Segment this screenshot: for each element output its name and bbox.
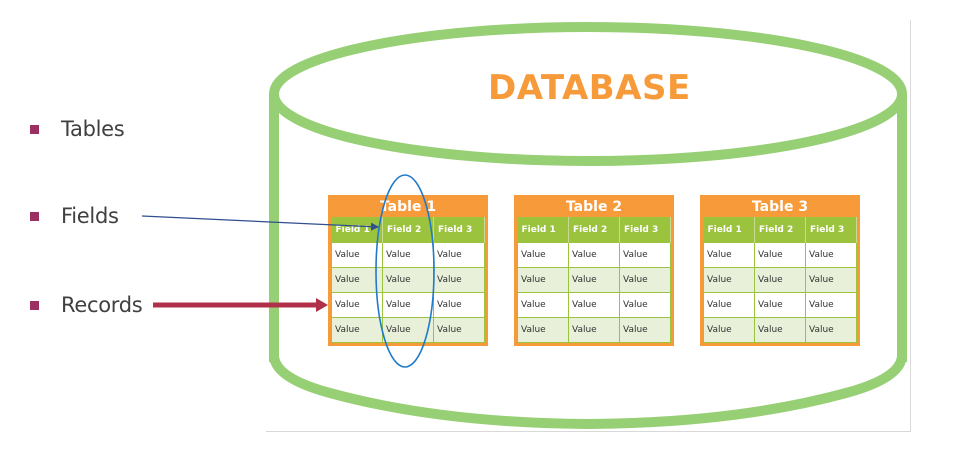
diagram-frame bbox=[266, 20, 911, 432]
cell: Value bbox=[433, 267, 485, 293]
cell: Value bbox=[703, 292, 755, 318]
field-header-row: Field 1 Field 2 Field 3 bbox=[331, 217, 485, 243]
cell: Value bbox=[331, 267, 383, 293]
cell: Value bbox=[754, 267, 806, 293]
cell: Value bbox=[619, 317, 671, 343]
cell: Value bbox=[754, 317, 806, 343]
field-header: Field 2 bbox=[754, 217, 806, 243]
cell: Value bbox=[568, 292, 620, 318]
bullet-label: Fields bbox=[61, 204, 119, 228]
cell: Value bbox=[382, 242, 434, 268]
cell: Value bbox=[754, 242, 806, 268]
bullet-square-icon bbox=[30, 124, 39, 134]
cell: Value bbox=[382, 317, 434, 343]
cell: Value bbox=[517, 242, 569, 268]
cell: Value bbox=[703, 317, 755, 343]
cell: Value bbox=[805, 267, 857, 293]
cell: Value bbox=[331, 317, 383, 343]
cell: Value bbox=[568, 267, 620, 293]
cell: Value bbox=[805, 292, 857, 318]
cell: Value bbox=[754, 292, 806, 318]
cell: Value bbox=[382, 292, 434, 318]
cell: Value bbox=[568, 317, 620, 343]
cell: Value bbox=[331, 292, 383, 318]
cell: Value bbox=[433, 242, 485, 268]
cell: Value bbox=[805, 317, 857, 343]
bullet-tables: Tables bbox=[30, 117, 125, 141]
cell: Value bbox=[619, 242, 671, 268]
cell: Value bbox=[517, 267, 569, 293]
field-header: Field 2 bbox=[568, 217, 620, 243]
field-header-row: Field 1 Field 2 Field 3 bbox=[517, 217, 671, 243]
cell: Value bbox=[433, 317, 485, 343]
table-title: Table 1 bbox=[379, 199, 437, 215]
cell: Value bbox=[433, 292, 485, 318]
cylinder-bottom bbox=[269, 354, 907, 430]
cylinder-top bbox=[269, 22, 907, 166]
bullet-square-icon bbox=[30, 211, 39, 221]
table-title: Table 2 bbox=[565, 199, 623, 215]
cell: Value bbox=[703, 242, 755, 268]
cell: Value bbox=[805, 242, 857, 268]
field-header: Field 1 bbox=[517, 217, 569, 243]
field-header: Field 3 bbox=[433, 217, 485, 243]
bullet-square-icon bbox=[30, 300, 39, 310]
field-header: Field 2 bbox=[382, 217, 434, 243]
field-header: Field 1 bbox=[331, 217, 383, 243]
cell: Value bbox=[517, 317, 569, 343]
table-title: Table 3 bbox=[751, 199, 809, 215]
bullet-label: Tables bbox=[61, 117, 125, 141]
cell: Value bbox=[382, 267, 434, 293]
cell: Value bbox=[568, 242, 620, 268]
cell: Value bbox=[619, 292, 671, 318]
bullet-label: Records bbox=[61, 293, 143, 317]
field-header-row: Field 1 Field 2 Field 3 bbox=[703, 217, 857, 243]
cell: Value bbox=[517, 292, 569, 318]
cell: Value bbox=[619, 267, 671, 293]
cell: Value bbox=[703, 267, 755, 293]
cell: Value bbox=[331, 242, 383, 268]
database-title: DATABASE bbox=[488, 68, 691, 108]
field-header: Field 3 bbox=[805, 217, 857, 243]
bullet-fields: Fields bbox=[30, 204, 119, 228]
bullet-records: Records bbox=[30, 293, 143, 317]
field-header: Field 3 bbox=[619, 217, 671, 243]
field-header: Field 1 bbox=[703, 217, 755, 243]
